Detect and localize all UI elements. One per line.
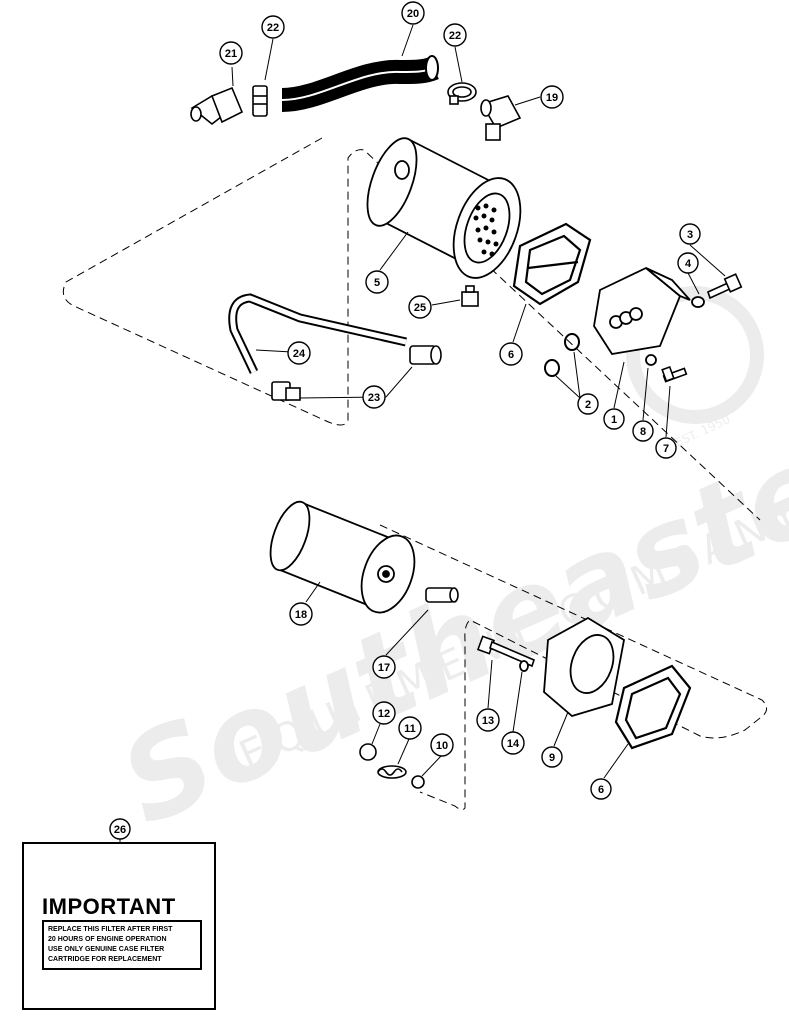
callout-1: 1 [603,408,625,430]
svg-text:14: 14 [507,738,520,750]
decal-instructions: REPLACE THIS FILTER AFTER FIRST 20 HOURS… [42,920,202,970]
small-plug-fitting-part [461,285,479,307]
svg-text:10: 10 [436,740,448,752]
svg-text:6: 6 [598,784,604,796]
svg-text:24: 24 [293,348,306,360]
o-ring-b-part [544,359,560,377]
decal-line: 20 HOURS OF ENGINE OPERATION [48,936,167,943]
callout-9: 9 [541,746,563,768]
callout-26: 26 [109,818,131,840]
svg-text:1: 1 [611,414,617,426]
elbow-fitting-part [190,86,244,126]
svg-text:26: 26 [114,824,126,836]
decal-line: USE ONLY GENUINE CASE FILTER [48,946,165,953]
svg-text:19: 19 [546,92,558,104]
filter-housing-part [366,137,522,279]
callout-12: 12 [372,701,396,725]
svg-text:6: 6 [508,349,514,361]
callout-5: 5 [365,270,389,294]
callout-4: 4 [677,252,699,274]
lock-washer-upper-part [691,296,705,308]
svg-text:20: 20 [407,8,419,20]
cap-screw-part [476,635,535,668]
watermark: Southeastern EQUIPMENT COMPANY EST. 1950 [102,286,789,852]
callout-7: 7 [655,437,677,459]
svg-text:3: 3 [687,229,693,241]
svg-text:11: 11 [404,723,416,735]
adapter-plate-part [593,266,691,355]
svg-text:22: 22 [449,30,461,42]
gasket-lower-part [614,664,692,750]
bolt-lower-part [661,365,688,383]
callout-11: 11 [398,716,422,740]
lock-washer-filter-base-part [519,660,529,672]
tee-fitting-part [480,95,522,141]
svg-text:4: 4 [685,258,692,270]
decal-line: REPLACE THIS FILTER AFTER FIRST [48,926,173,933]
callout-14: 14 [501,731,525,755]
svg-text:8: 8 [640,426,646,438]
svg-text:2: 2 [585,399,591,411]
callout-8: 8 [632,420,654,442]
callout-6: 6 [499,342,523,366]
callout-10: 10 [430,733,454,757]
svg-text:18: 18 [295,609,307,621]
relief-spring-part [377,765,407,779]
retainer-nut-part [411,775,425,789]
connector-fitting-upper-part [409,345,442,365]
filter-cartridge-part [269,500,416,614]
oil-hose-part [281,55,439,112]
callout-17: 17 [372,655,396,679]
filter-decal-part: IMPORTANT REPLACE THIS FILTER AFTER FIRS… [22,842,216,1010]
upper-assembly-dashed-line [62,137,761,521]
svg-text:5: 5 [374,277,380,289]
callout-6: 6 [590,778,612,800]
lock-washer-lower-part [645,354,657,366]
callout-2: 2 [577,393,599,415]
callout-13: 13 [476,708,500,732]
ball-check-part [359,743,377,761]
svg-text:13: 13 [482,715,494,727]
callout-19: 19 [540,85,564,109]
svg-text:23: 23 [368,392,380,404]
watermark-seal-ring [626,286,764,424]
callout-20: 20 [401,1,425,25]
gasket-upper-part [512,222,592,306]
svg-text:9: 9 [549,752,555,764]
hose-fitting-part [252,85,268,117]
svg-text:17: 17 [378,662,390,674]
hose-clamp-part [447,82,477,105]
svg-text:22: 22 [267,22,279,34]
lower-assembly-dashed-line [379,524,767,811]
callout-23: 23 [362,385,386,409]
callout-25: 25 [408,295,432,319]
callout-22: 22 [443,23,467,47]
bolt-upper-part [707,273,743,300]
callout-22: 22 [261,15,285,39]
callout-21: 21 [219,41,243,65]
o-ring-a-part [564,333,580,351]
decal-heading: IMPORTANT [42,894,176,919]
callout-18: 18 [289,602,313,626]
svg-text:7: 7 [663,443,669,455]
center-stud-part [425,587,459,603]
filter-base-part [543,616,625,718]
callout-3: 3 [679,223,701,245]
svg-text:12: 12 [378,708,390,720]
callout-24: 24 [287,341,311,365]
svg-text:25: 25 [414,302,426,314]
connector-fitting-lower-part [271,381,301,401]
callouts: 21 22 20 22 19 3 4 5 [109,1,701,840]
svg-text:21: 21 [225,48,237,60]
decal-line: CARTRIDGE FOR REPLACEMENT [48,956,162,963]
